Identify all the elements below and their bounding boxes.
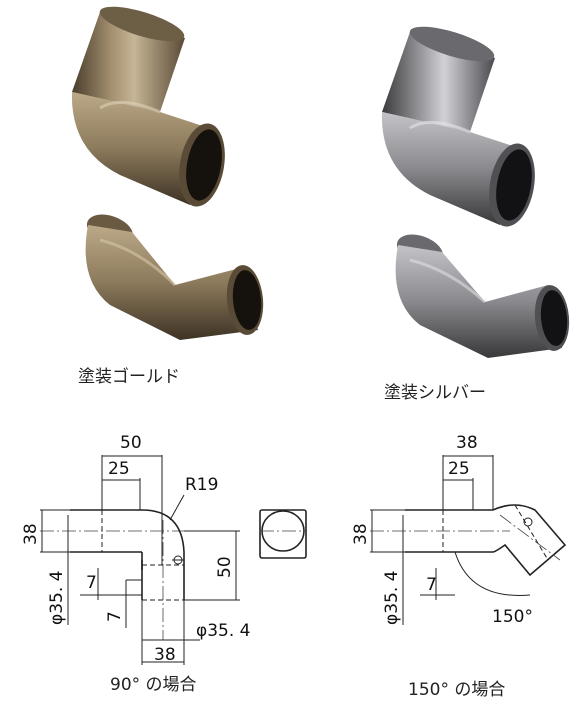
dim-38-left: 38	[21, 523, 41, 545]
caption-90: 90° の場合	[110, 675, 197, 695]
gold-label: 塗装ゴールド	[78, 366, 180, 387]
dim-38-top: 38	[456, 433, 478, 453]
drawing-150-degree: 38 25 38 φ35. 4 7 150° 150° の場合	[351, 433, 567, 700]
dia-left-b: φ35. 4	[382, 571, 402, 625]
angle-150: 150°	[492, 607, 533, 627]
silver-elbow-150-photo	[395, 234, 570, 358]
dia-left: φ35. 4	[47, 571, 67, 625]
dim-7-c: 7	[426, 575, 437, 595]
dim-7-b: 7	[105, 611, 125, 622]
silver-elbow-90-photo	[381, 26, 535, 227]
drawing-90-degree: 50 25 R19 38 φ35. 4 7 7	[21, 433, 307, 695]
dim-38-left-b: 38	[351, 523, 371, 545]
silver-label: 塗装シルバー	[384, 382, 486, 403]
dia-bottom: φ35. 4	[196, 621, 250, 641]
dim-38-bottom: 38	[154, 645, 176, 665]
dim-50-top: 50	[120, 433, 142, 453]
gold-elbow-90-photo	[71, 6, 225, 207]
caption-150: 150° の場合	[408, 680, 505, 700]
gold-elbow-150-photo	[85, 214, 264, 340]
dim-50-right: 50	[215, 556, 235, 578]
dim-25: 25	[108, 459, 130, 479]
radius-r19: R19	[185, 475, 218, 495]
dim-7-a: 7	[86, 573, 97, 593]
dim-25-b: 25	[448, 459, 470, 479]
